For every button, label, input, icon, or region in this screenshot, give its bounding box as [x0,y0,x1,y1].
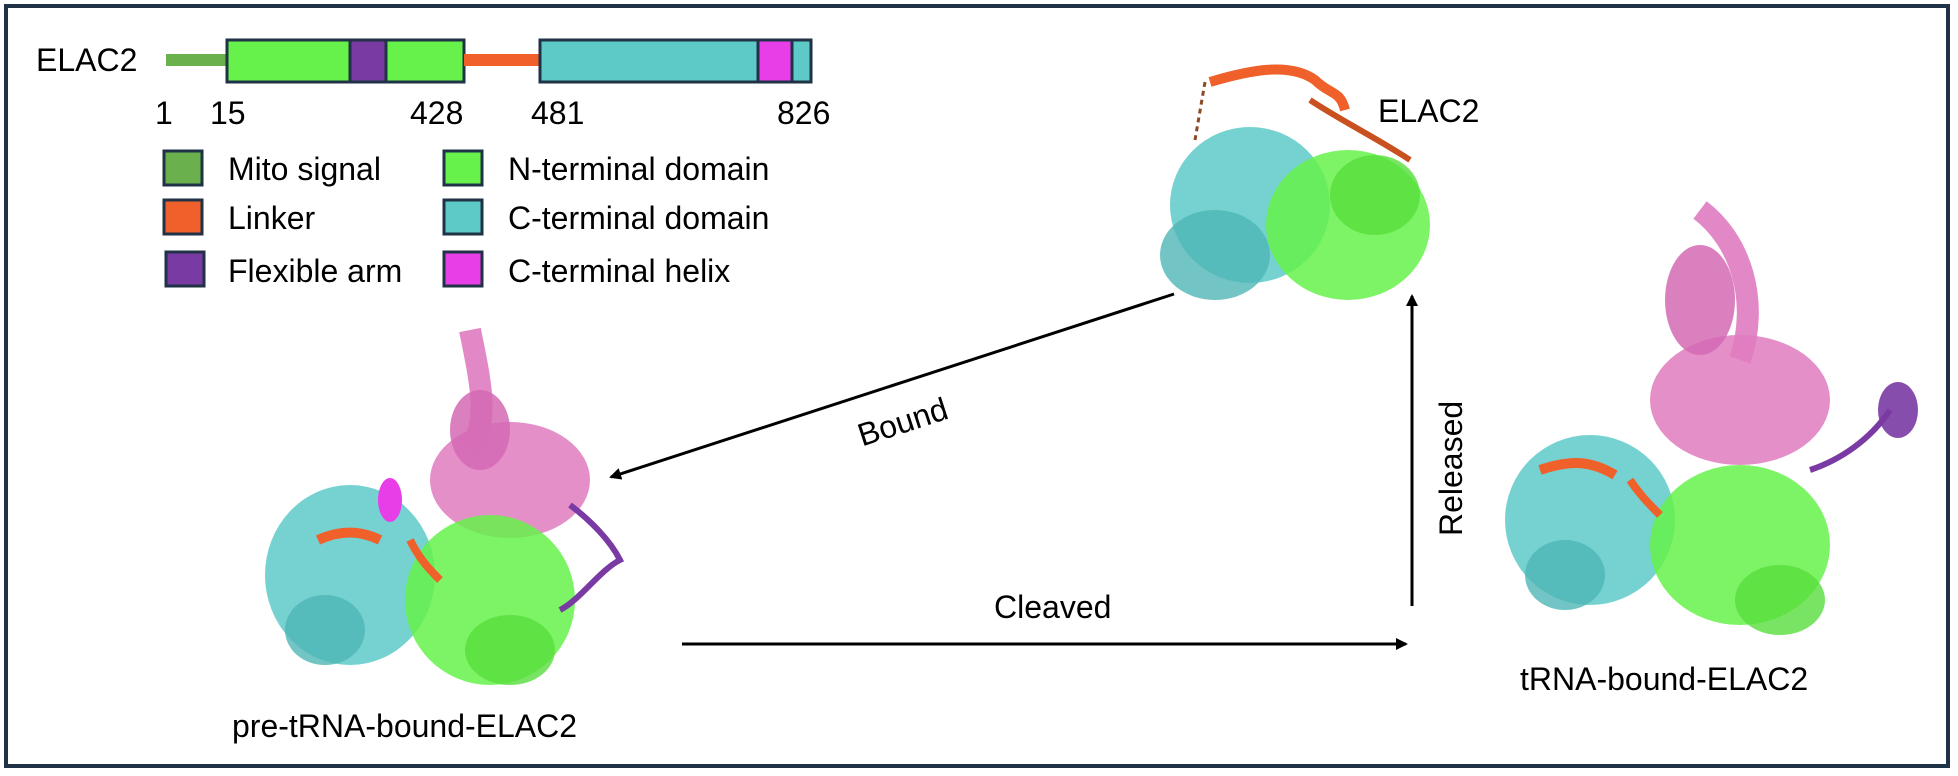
mito-signal-segment [166,54,228,66]
legend-label-linker: Linker [228,200,316,236]
linker-segment [464,54,540,66]
legend-label-flexible-arm: Flexible arm [228,253,402,289]
position-label-1: 1 [155,95,173,131]
legend-label-c-terminal-helix: C-terminal helix [508,253,730,289]
n-terminal-domain-segment [225,38,466,84]
flexible-arm-segment [348,38,388,84]
legend-swatch-flexible-arm [164,250,206,288]
bound-arrow [609,292,1175,480]
domain-map-title: ELAC2 [36,42,137,78]
apo-elac2-structure: ELAC2 [1160,64,1479,300]
position-label-428: 428 [410,95,463,131]
position-label-826: 826 [777,95,830,131]
legend-swatch-c-terminal-helix [442,250,484,288]
pre-trna-bound-label: pre-tRNA-bound-ELAC2 [232,708,577,744]
domain-map: ELAC2 1 15 428 481 826 [36,38,830,131]
legend-label-c-terminal: C-terminal domain [508,200,769,236]
legend-label-mito-signal: Mito signal [228,151,381,187]
released-arrow-label: Released [1433,401,1469,536]
apo-elac2-label: ELAC2 [1378,93,1479,129]
pre-trna-bound-structure: pre-tRNA-bound-ELAC2 [232,327,625,744]
cleaved-arrow-label: Cleaved [994,589,1111,625]
legend-label-n-terminal: N-terminal domain [508,151,769,187]
bound-arrow-label: Bound [853,390,952,453]
legend-swatch-n-terminal [442,149,484,187]
trna-bound-structure: tRNA-bound-ELAC2 [1505,201,1918,697]
position-label-15: 15 [210,95,246,131]
position-label-481: 481 [531,95,584,131]
legend-swatch-c-terminal [442,198,484,236]
legend-swatch-mito-signal [162,149,204,187]
trna-bound-label: tRNA-bound-ELAC2 [1520,661,1808,697]
c-terminal-helix-segment [756,38,794,84]
legend-swatch-linker [162,198,204,236]
legend: Mito signal N-terminal domain Linker C-t… [162,149,769,289]
